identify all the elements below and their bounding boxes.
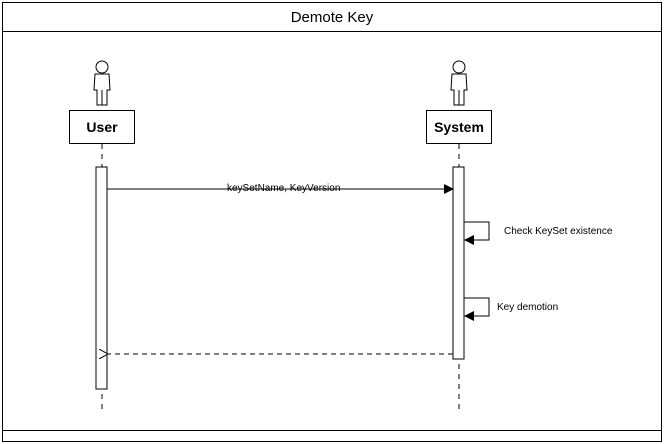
frame-right-border	[661, 32, 662, 430]
message-label-check: Check KeySet existence	[504, 226, 613, 237]
system-actor-icon	[450, 60, 468, 106]
actor-user: User	[69, 110, 135, 144]
diagram-title-text: Demote Key	[290, 8, 374, 26]
self-message-arrow-demotion	[464, 297, 490, 321]
frame-left-border	[2, 32, 3, 430]
message-label-request: keySetName, KeyVersion	[227, 183, 341, 194]
user-activation-bar	[95, 166, 108, 390]
self-message-arrow-check	[464, 221, 490, 245]
diagram-footer-bar	[2, 430, 662, 442]
actor-user-label: User	[86, 119, 118, 135]
system-activation-bar	[452, 166, 465, 360]
message-label-demotion: Key demotion	[497, 302, 559, 313]
actor-system-label: System	[434, 119, 484, 135]
actor-system: System	[426, 110, 492, 144]
diagram-title: Demote Key	[2, 2, 662, 32]
user-actor-icon	[93, 60, 111, 106]
